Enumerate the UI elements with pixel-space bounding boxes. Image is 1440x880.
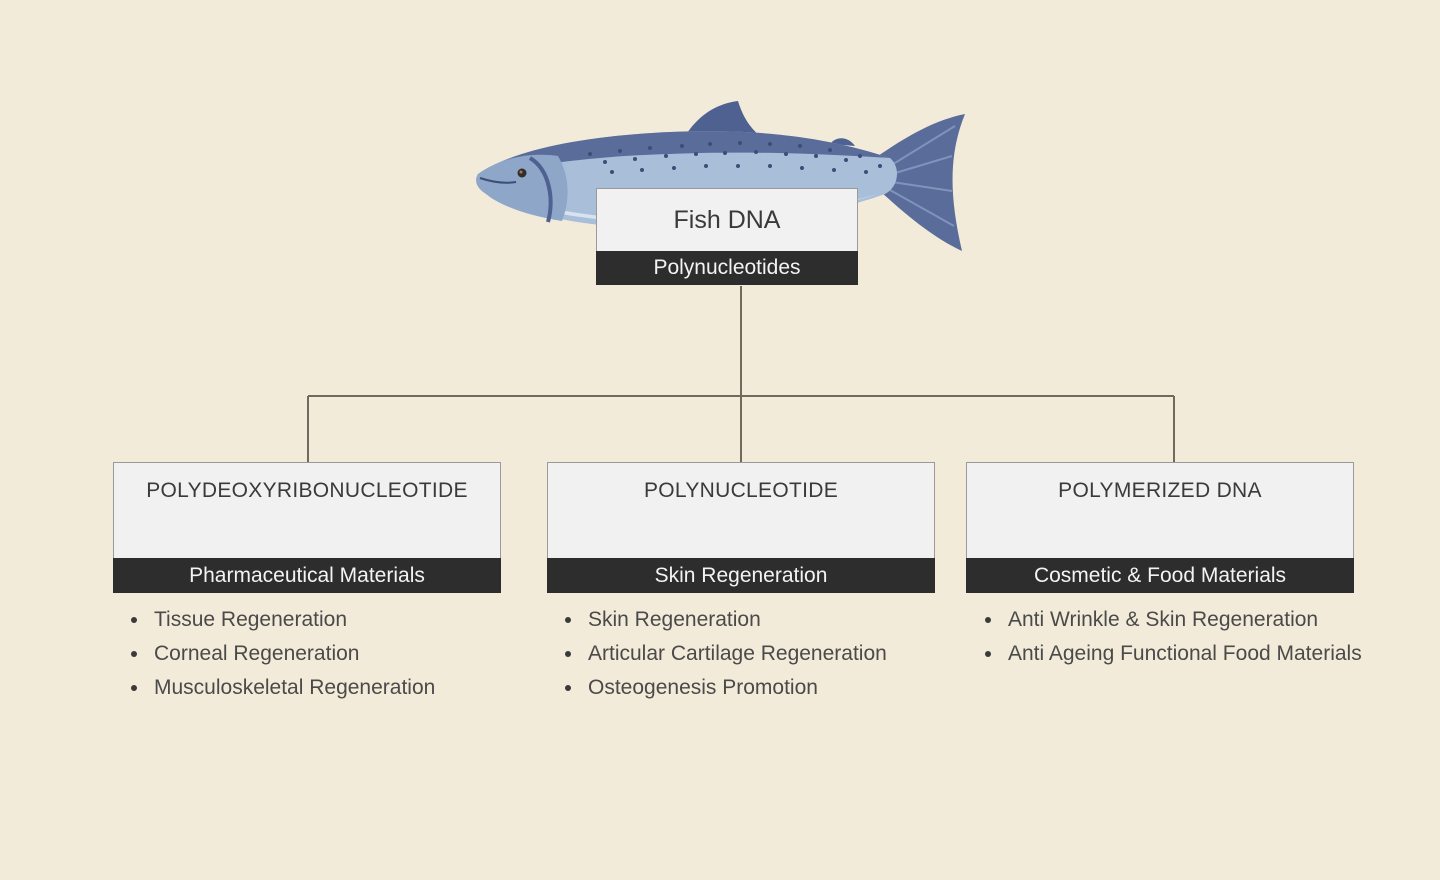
branch-items-polymerized-dna: Anti Wrinkle & Skin Regeneration Anti Ag… (982, 603, 1362, 671)
branch-node-polymerized-dna: POLYMERIZED DNA Cosmetic & Food Material… (966, 462, 1354, 593)
root-subtitle: Polynucleotides (596, 251, 858, 285)
branch-title: POLYDEOXYRIBONUCLEOTIDE (146, 479, 468, 502)
list-item: Articular Cartilage Regeneration (562, 637, 887, 671)
branch-title: POLYMERIZED DNA (1058, 479, 1262, 502)
fish-dorsal-fin (685, 101, 760, 136)
list-item: Anti Wrinkle & Skin Regeneration (982, 603, 1362, 637)
list-item: Skin Regeneration (562, 603, 887, 637)
root-title: Fish DNA (673, 205, 781, 234)
root-node: Fish DNA Polynucleotides (596, 188, 858, 285)
fish-head (476, 154, 568, 221)
branch-items-polydeoxyribonucleotide: Tissue Regeneration Corneal Regeneration… (128, 603, 435, 705)
list-item: Musculoskeletal Regeneration (128, 671, 435, 705)
fish-tail (875, 114, 965, 251)
branch-node-polydeoxyribonucleotide: POLYDEOXYRIBONUCLEOTIDE Pharmaceutical M… (113, 462, 501, 593)
list-item: Anti Ageing Functional Food Materials (982, 637, 1362, 671)
branch-category: Cosmetic & Food Materials (966, 558, 1354, 593)
list-item: Corneal Regeneration (128, 637, 435, 671)
list-item: Osteogenesis Promotion (562, 671, 887, 705)
branch-node-polynucleotide: POLYNUCLEOTIDE Skin Regeneration (547, 462, 935, 593)
branch-title: POLYNUCLEOTIDE (643, 479, 839, 502)
branch-category: Skin Regeneration (547, 558, 935, 593)
list-item: Tissue Regeneration (128, 603, 435, 637)
branch-category: Pharmaceutical Materials (113, 558, 501, 593)
branch-items-polynucleotide: Skin Regeneration Articular Cartilage Re… (562, 603, 887, 705)
